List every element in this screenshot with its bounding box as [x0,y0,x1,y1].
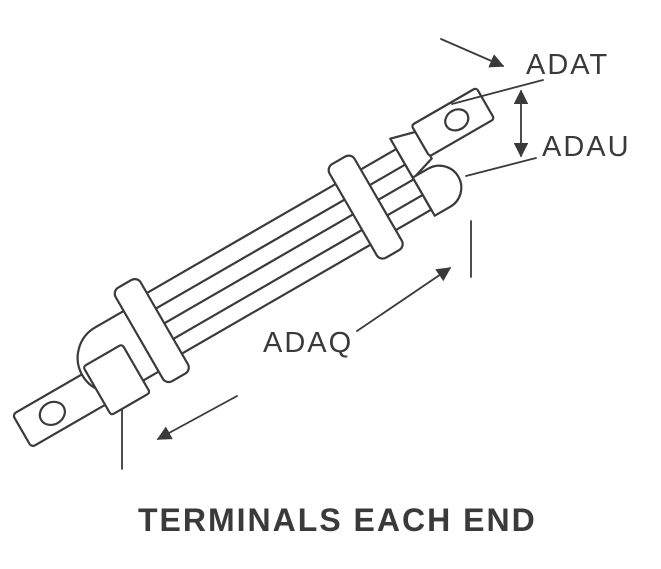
terminal-hole-left [38,400,66,427]
adau-extension-line-lower [465,157,537,177]
mounting-clamp-right [327,154,404,260]
left-mounting-foot [83,344,151,416]
labels-group: ADAT ADAU ADAQ TERMINALS EACH END [138,49,631,538]
caption-terminals-each-end: TERMINALS EACH END [138,502,537,538]
annotation-lines [121,38,544,470]
label-adaq: ADAQ [263,327,353,359]
adaq-leader-arrow [356,267,452,332]
label-adat: ADAT [526,49,609,81]
terminal-hole-right [444,108,470,132]
label-adau: ADAU [542,131,631,163]
adat-leader-arrow [440,38,505,68]
right-cylinder-end [411,164,463,217]
resistor-assembly [12,87,495,447]
terminals-leader-arrow [156,395,238,440]
adau-extension-line-upper [451,79,544,105]
mounting-clamp-left [113,278,190,384]
